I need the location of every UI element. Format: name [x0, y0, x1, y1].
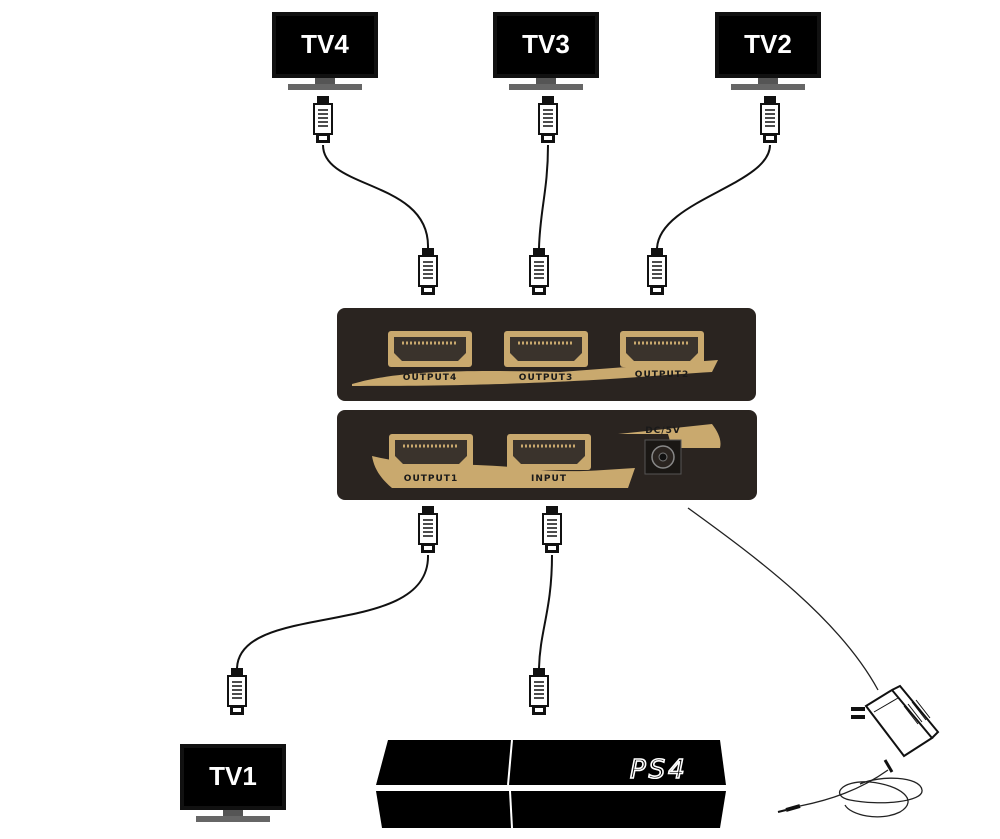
tv-icon — [272, 12, 378, 90]
port-label-output1: OUTPUT1 — [404, 474, 458, 484]
port-label-input: INPUT — [531, 474, 567, 484]
tv-icon — [715, 12, 821, 90]
power-port-label: DC/5V — [645, 426, 681, 436]
port-label-output4: OUTPUT4 — [403, 373, 457, 383]
tv1: TV1 — [180, 744, 286, 822]
hdmi-plug-icon — [529, 667, 549, 716]
hdmi-plug-icon — [538, 95, 558, 144]
hdmi-plug-icon — [418, 247, 438, 296]
hdmi-cable-tv3 — [538, 144, 549, 249]
ps4-logo: PS4 — [630, 755, 688, 785]
hdmi-plug-icon — [542, 505, 562, 554]
hdmi-plug-icon — [227, 667, 247, 716]
hdmi-plug-icon — [418, 505, 438, 554]
tv4-label: TV4 — [301, 29, 349, 59]
splitter-bottom-face: OUTPUT1 INPUT DC/5V — [337, 410, 757, 500]
tv-icon — [180, 744, 286, 822]
hdmi-port-input — [505, 432, 593, 472]
hdmi-plug-icon — [529, 247, 549, 296]
hdmi-plug-icon — [647, 247, 667, 296]
hdmi-port-output1 — [387, 432, 475, 472]
tv3-label: TV3 — [522, 29, 570, 59]
tv3: TV3 — [493, 12, 599, 90]
ps4-console-icon: PS4 — [376, 739, 726, 829]
hdmi-cable-tv1 — [236, 554, 430, 669]
hdmi-port-output3 — [502, 329, 590, 369]
port-label-output2: OUTPUT2 — [635, 370, 689, 380]
hdmi-plug-icon — [313, 95, 333, 144]
hdmi-cable-tv4 — [322, 144, 430, 249]
tv1-label: TV1 — [209, 761, 257, 791]
port-label-output3: OUTPUT3 — [519, 373, 573, 383]
hdmi-port-output2 — [618, 329, 706, 369]
power-adapter-icon — [777, 684, 940, 818]
power-cable — [687, 507, 879, 691]
hdmi-port-output4 — [386, 329, 474, 369]
tv2: TV2 — [715, 12, 821, 90]
tv4: TV4 — [272, 12, 378, 90]
splitter-top-face: OUTPUT4 OUTPUT3 OUTPUT2 — [337, 308, 756, 401]
hdmi-cable-tv2 — [656, 144, 771, 249]
tv2-label: TV2 — [744, 29, 792, 59]
hdmi-plug-icon — [760, 95, 780, 144]
dc-power-jack — [644, 439, 682, 475]
hdmi-cable-ps4 — [538, 554, 553, 669]
tv-icon — [493, 12, 599, 90]
